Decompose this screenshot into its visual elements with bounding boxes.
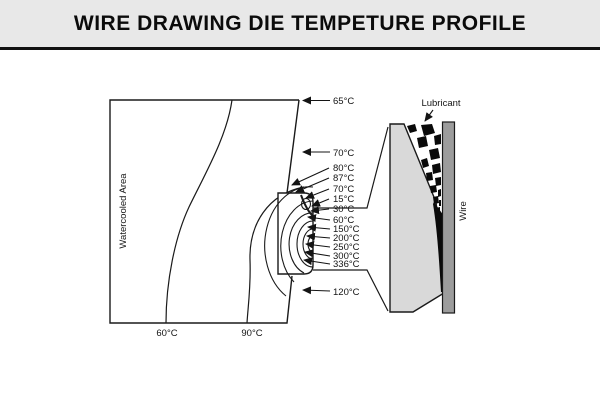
temp-label-70c-inner: 70°C — [333, 184, 354, 195]
temp-arrow-120c — [302, 286, 331, 295]
lubricant-arrow — [424, 109, 434, 122]
temp-label-60c: 60°C — [333, 215, 354, 226]
temp-label-80c: 80°C — [333, 163, 354, 174]
diagram-canvas: Watercooled Area Lubricant Wire — [0, 53, 600, 411]
temp-label-200c: 200°C — [333, 233, 360, 244]
isotherm-60c-curve — [165, 99, 233, 324]
temp-arrow-250c — [305, 241, 331, 249]
temp-arrow-70c-inner — [305, 188, 330, 199]
temp-arrow-60c — [307, 214, 331, 223]
temp-arrow-150c — [307, 223, 331, 232]
temp-label-70c-outer: 70°C — [333, 148, 354, 159]
temp-label-300c: 300°C — [333, 251, 360, 262]
lubricant-label: Lubricant — [421, 98, 460, 109]
temp-label-120c: 120°C — [333, 287, 360, 298]
temp-arrow-15c — [311, 198, 330, 207]
detail-projection-lines — [313, 126, 389, 312]
temp-arrow-300c — [304, 249, 331, 258]
lubricant-film — [433, 202, 443, 292]
wire-bar — [441, 121, 456, 314]
temp-label-bottom-90c: 90°C — [241, 328, 262, 339]
temp-label-336c: 336°C — [333, 259, 360, 270]
temp-label-87c: 87°C — [333, 173, 354, 184]
page-title: WIRE DRAWING DIE TEMPETURE PROFILE — [73, 11, 527, 35]
temp-label-250c: 250°C — [333, 242, 360, 253]
temp-arrow-200c — [306, 232, 331, 241]
watercooled-area-label: Watercooled Area — [118, 173, 129, 249]
slide-title-bar: WIRE DRAWING DIE TEMPETURE PROFILE — [0, 0, 600, 50]
temp-arrow-30c — [310, 206, 330, 215]
wire-label: Wire — [458, 201, 469, 221]
die-casing-outline — [109, 99, 300, 324]
temp-label-bottom-60c: 60°C — [156, 328, 177, 339]
temp-arrow-87c — [295, 177, 330, 193]
temp-label-15c: 15°C — [333, 194, 354, 205]
temp-label-30c: 30°C — [333, 204, 354, 215]
lubricant-particles — [407, 124, 441, 213]
wire-die-diagram: Watercooled Area Lubricant Wire — [109, 96, 469, 339]
temp-arrow-336c — [303, 257, 331, 266]
temp-labels: 65°C 70°C 80°C 87°C 70°C 15°C 30°C 60°C … — [156, 96, 359, 339]
temp-label-65c: 65°C — [333, 96, 354, 107]
temp-arrow-80c — [291, 167, 330, 186]
temp-arrows — [291, 96, 331, 295]
temp-label-150c: 150°C — [333, 224, 360, 235]
